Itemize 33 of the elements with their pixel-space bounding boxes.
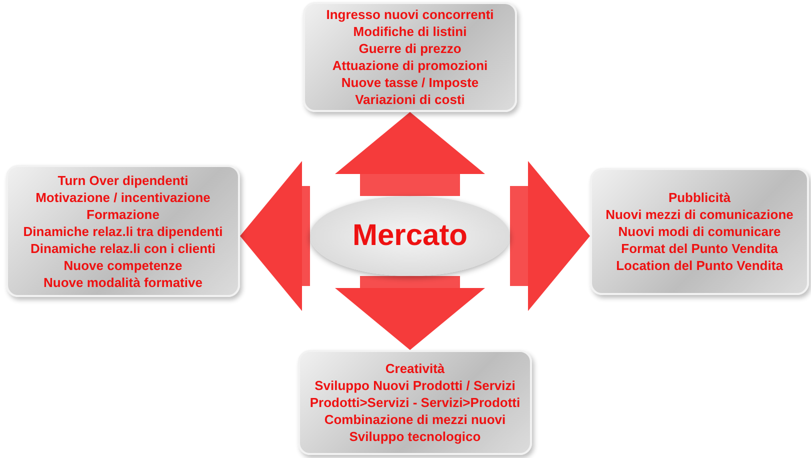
list-item: Location del Punto Vendita [616,257,783,274]
list-item: Nuove tasse / Imposte [341,74,479,91]
list-item: Nuove modalità formative [44,274,202,290]
list-item: Motivazione / incentivazione [36,188,210,206]
list-item: Ingresso nuovi concorrenti [326,6,494,23]
topic-box [6,165,240,297]
topic-box [303,2,517,112]
topic-box [298,350,532,455]
list-item: Nuovi modi di comunicare [618,223,781,240]
list-item: Nuovi mezzi di comunicazione [606,206,794,223]
list-item: Sviluppo tecnologico [349,428,481,445]
arrow [510,161,590,311]
market-ellipse [310,196,510,276]
list-item: Creatività [385,360,445,377]
list-item: Turn Over dipendenti [58,172,188,188]
list-item: Attuazione di promozioni [332,57,488,74]
list-item: Format del Punto Vendita [621,240,778,257]
arrow [240,161,310,311]
list-item: Dinamiche relaz.li con i clienti [30,240,216,256]
list-item: Formazione [86,206,160,222]
arrow [335,276,485,350]
list-item: Pubblicità [668,189,731,206]
list-item: Variazioni di costi [355,91,465,108]
list-item: Modifiche di listini [353,23,467,40]
list-item: Dinamiche relaz.li tra dipendenti [23,222,223,240]
list-item: Combinazione di mezzi nuovi [324,411,506,428]
list-item: Sviluppo Nuovi Prodotti / Servizi [314,377,516,394]
list-item: Nuove competenze [64,256,182,274]
arrow [335,112,485,196]
center-title: Mercato [352,221,468,251]
list-item: Prodotti>Servizi - Servizi>Prodotti [310,394,520,411]
list-item: Guerre di prezzo [358,40,462,57]
topic-box [590,168,809,295]
